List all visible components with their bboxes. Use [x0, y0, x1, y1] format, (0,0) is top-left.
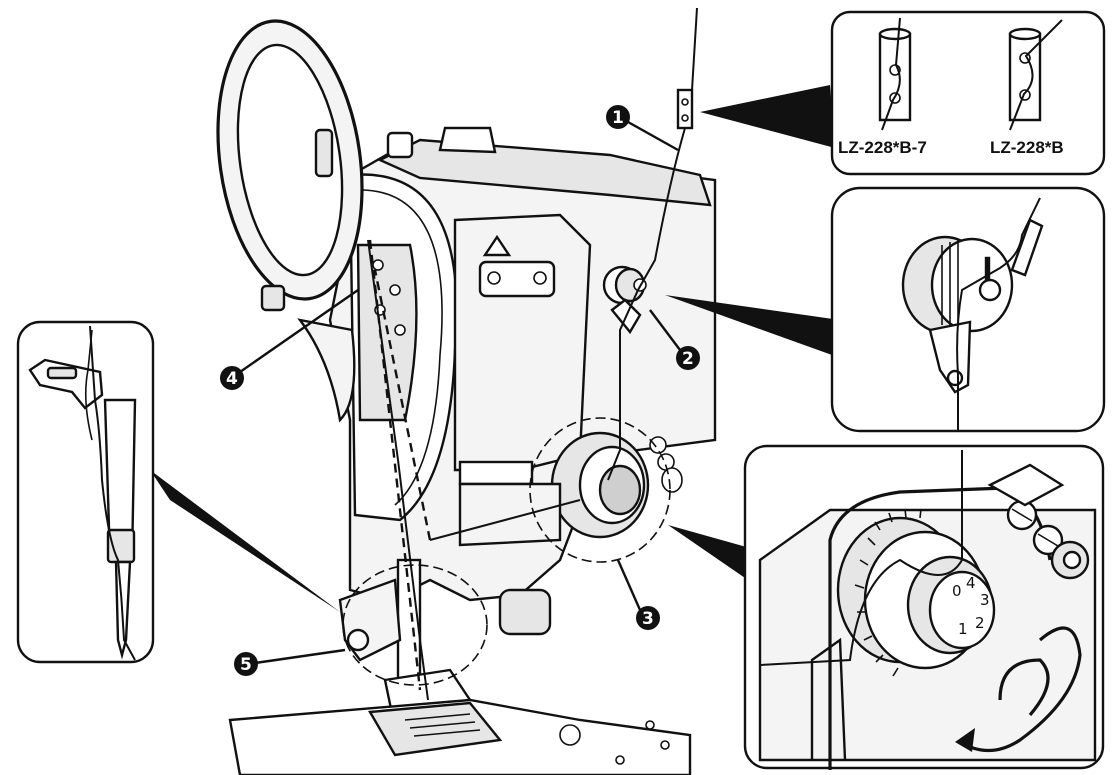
callout-2: 2	[649, 309, 700, 370]
area-circle-5	[342, 564, 488, 686]
callout-4: 4	[220, 289, 359, 390]
svg-text:5: 5	[240, 655, 252, 675]
thread-path	[367, 7, 698, 701]
model-label-lz228b: LZ-228*B	[990, 138, 1064, 157]
lamp-ring	[216, 19, 364, 312]
callout-wedges	[150, 85, 840, 612]
area-circle-3	[529, 417, 671, 563]
detail-panel-tension-2	[830, 186, 1106, 433]
detail-panel-needle	[16, 320, 155, 664]
svg-text:3: 3	[642, 609, 654, 629]
dial-digit-3: 3	[980, 591, 990, 609]
callout-5: 5	[234, 648, 346, 676]
model-label-lz228b7: LZ-228*B-7	[838, 138, 927, 157]
callout-1: 1	[606, 105, 679, 152]
dial-digit-0: 0	[952, 582, 962, 600]
callout-3: 3	[616, 559, 660, 630]
detail-panel-thread-guide: LZ-228*B-7 LZ-228*B	[830, 10, 1106, 176]
dial-digit-2: 2	[975, 614, 985, 632]
svg-text:2: 2	[682, 349, 694, 369]
dial-digit-4: 4	[966, 574, 976, 592]
detail-panel-tension-3: 0 1 2 3 4	[743, 444, 1105, 770]
svg-text:4: 4	[226, 369, 238, 389]
svg-text:1: 1	[612, 108, 624, 128]
dial-digit-1: 1	[958, 620, 968, 638]
